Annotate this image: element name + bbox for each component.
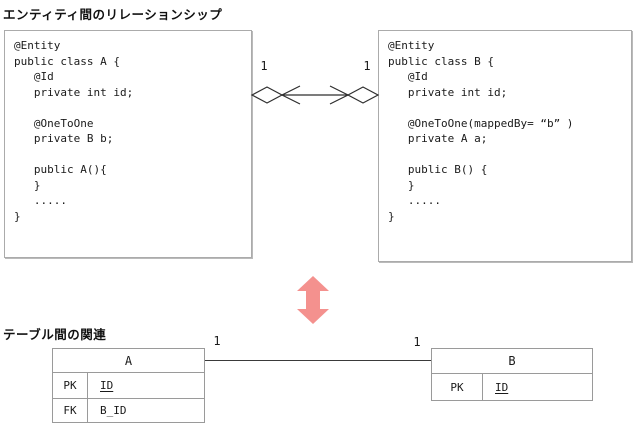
code-line: .....	[388, 194, 441, 207]
code-line: @Id	[388, 70, 428, 83]
entity-left-multiplicity: 1	[260, 59, 268, 73]
table-a-fk-label: FK	[52, 398, 88, 423]
code-line: }	[14, 209, 21, 223]
code-line: public class B {	[388, 54, 494, 68]
code-line	[388, 147, 625, 163]
left-arrowhead-icon	[280, 85, 301, 105]
code-line: public A(){	[14, 163, 107, 176]
entity-section-title: エンティティ間のリレーションシップ	[3, 8, 223, 22]
table-a-name: A	[52, 348, 205, 373]
table-relationship-line	[205, 360, 431, 361]
entity-right-multiplicity: 1	[363, 59, 371, 73]
code-line	[388, 100, 625, 116]
code-line: @OneToOne(mappedBy= “b” )	[388, 116, 574, 130]
code-line: .....	[14, 194, 67, 207]
right-diamond-icon	[346, 86, 380, 104]
code-line: }	[14, 178, 41, 192]
code-line: @OneToOne	[14, 116, 94, 130]
entity-relationship-connector	[250, 85, 380, 105]
code-line: private B b;	[14, 132, 114, 145]
table-section-title: テーブル間の関連	[3, 328, 107, 342]
code-line: @Entity	[388, 39, 435, 52]
table-a-fk-column: B_ID	[87, 398, 205, 423]
code-line	[14, 147, 245, 163]
table-b-pk-column: ID	[482, 373, 593, 401]
pk-column-name: ID	[495, 380, 509, 394]
code-line: }	[388, 178, 415, 192]
table-a-pk-label: PK	[52, 372, 88, 399]
code-line: @Entity	[14, 39, 61, 52]
code-line	[14, 100, 245, 116]
code-line: private A a;	[388, 132, 488, 145]
code-line: public B() {	[388, 163, 488, 176]
table-a: A PK ID FK B_ID	[52, 348, 205, 423]
left-diamond-icon	[250, 86, 284, 104]
table-left-multiplicity: 1	[213, 334, 221, 348]
table-right-multiplicity: 1	[413, 335, 421, 349]
entity-class-a-box: @Entity public class A { @Id private int…	[4, 30, 252, 258]
table-b: B PK ID	[431, 348, 593, 401]
table-b-name: B	[431, 348, 593, 374]
code-line: private int id;	[14, 85, 134, 99]
bidirectional-arrow-icon	[297, 276, 329, 324]
double-arrow-shape	[297, 276, 329, 324]
table-a-pk-column: ID	[87, 372, 205, 399]
code-line: }	[388, 209, 395, 223]
code-line: @Id	[14, 70, 54, 83]
entity-class-b-box: @Entity public class B { @Id private int…	[378, 30, 632, 262]
code-line: public class A {	[14, 54, 120, 68]
code-line: private int id;	[388, 85, 508, 99]
pk-column-name: ID	[100, 379, 114, 392]
table-b-pk-label: PK	[431, 373, 483, 401]
